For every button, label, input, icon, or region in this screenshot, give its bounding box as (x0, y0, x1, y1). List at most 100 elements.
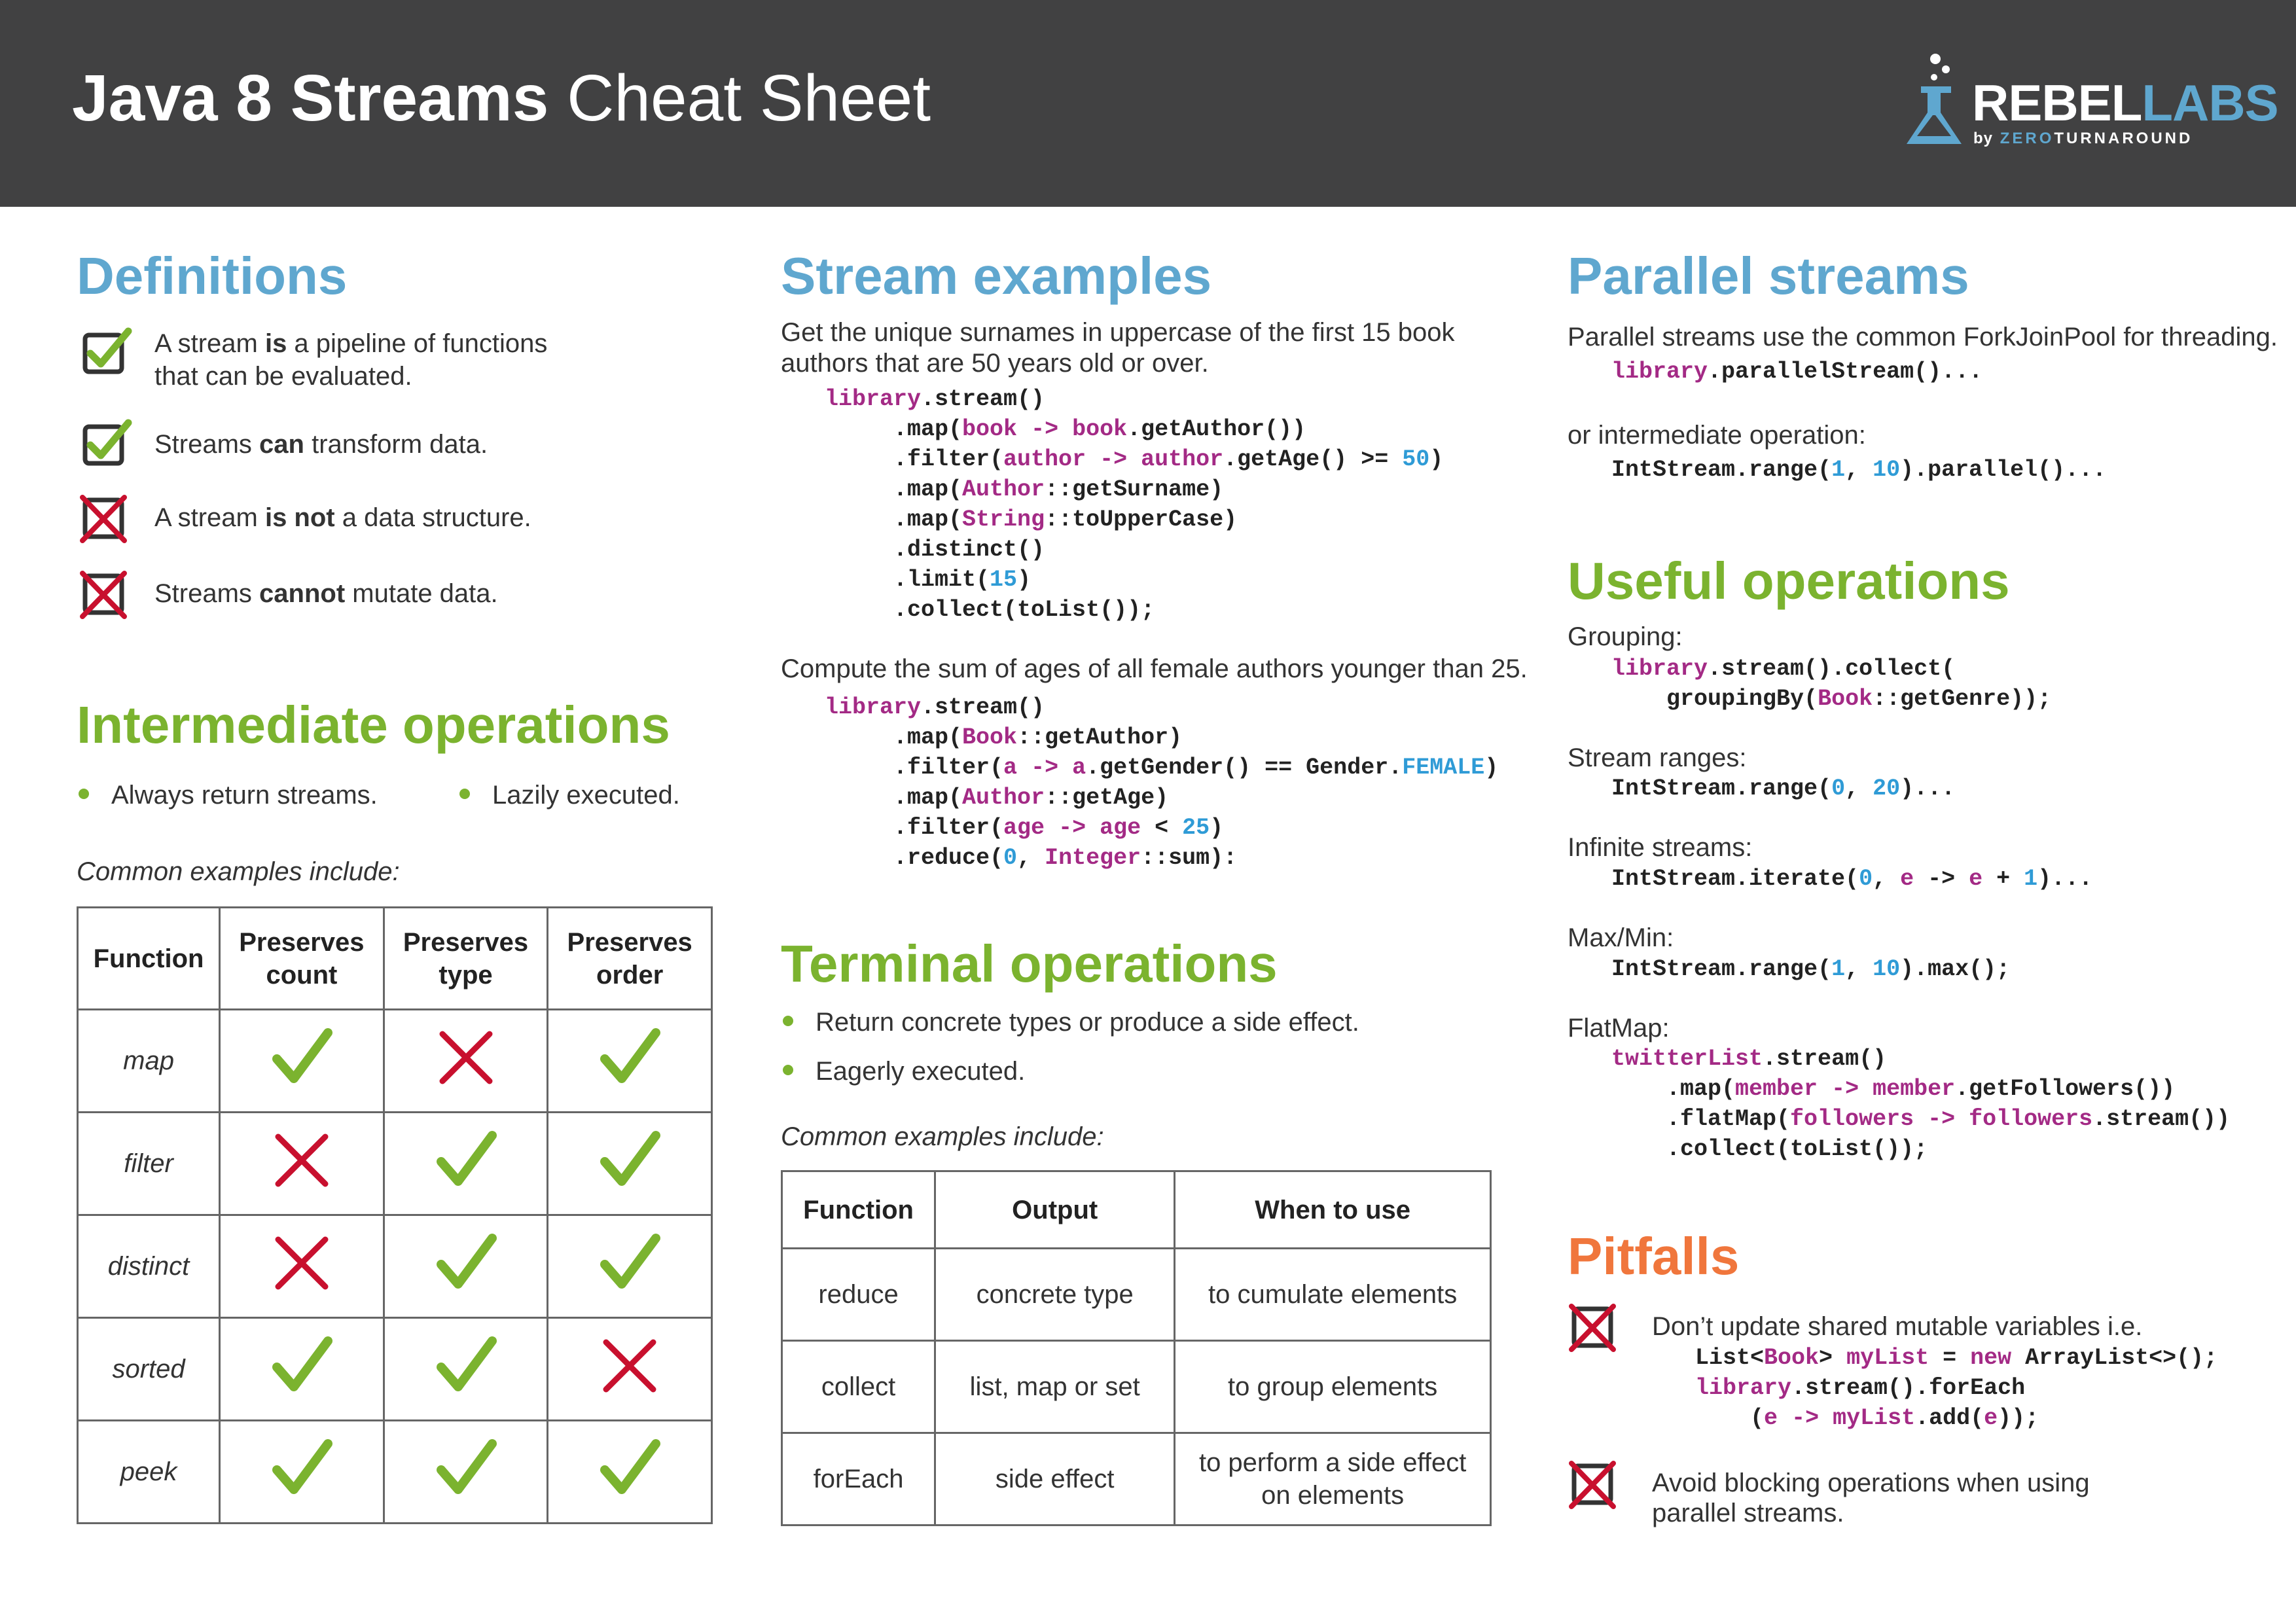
preserves-type-cell (382, 1111, 549, 1216)
cross-icon (275, 1133, 329, 1187)
logo-tagline: by ZEROTURNAROUND (1973, 130, 2193, 147)
parallel-description: Parallel streams use the common ForkJoin… (1568, 323, 2278, 351)
definition-text: A stream is a pipeline of functions that… (154, 329, 548, 391)
column-header: Function (76, 906, 221, 1010)
cross-icon (439, 1031, 493, 1084)
useful-grouping-label: Grouping: (1568, 622, 1683, 651)
function-name: filter (76, 1111, 221, 1216)
intermediate-heading: Intermediate operations (77, 696, 670, 754)
definitions-heading: Definitions (77, 247, 348, 305)
useful-ranges-label: Stream ranges: (1568, 743, 1747, 772)
table-row: map (76, 1008, 713, 1113)
stream-examples-heading: Stream examples (781, 247, 1212, 305)
cross-box-icon (1569, 1304, 1616, 1352)
function-name: distinct (76, 1214, 221, 1319)
table-row: sorted (76, 1317, 713, 1421)
preserves-count-cell (219, 1214, 385, 1319)
header-bar: Java 8 Streams Cheat Sheet REBELLABS by … (0, 0, 2296, 207)
intermediate-bullet: Lazily executed. (459, 779, 680, 812)
table-row: distinct (76, 1214, 713, 1319)
logo-wordmark: REBELLABS (1972, 74, 2279, 132)
preserves-type-cell (382, 1214, 549, 1319)
output-cell: side effect (934, 1432, 1176, 1526)
checkmark-icon (272, 1336, 332, 1391)
intermediate-examples-label: Common examples include: (77, 857, 400, 886)
column-header-text: type (439, 960, 493, 990)
function-name: collect (780, 1340, 937, 1434)
column-header-text: count (266, 960, 338, 990)
checkmark-icon (436, 1234, 497, 1289)
output-cell: list, map or set (934, 1340, 1176, 1434)
parallel-heading: Parallel streams (1568, 247, 1969, 305)
preserves-order-cell (547, 1317, 713, 1421)
preserves-count-cell (219, 1111, 385, 1216)
pitfall-1-text: Don’t update shared mutable variables i.… (1652, 1312, 2143, 1341)
column-header: Output (934, 1170, 1176, 1249)
output-cell: concrete type (934, 1247, 1176, 1342)
useful-heading: Useful operations (1568, 552, 2010, 610)
checkmark-icon (600, 1028, 661, 1083)
stream-example-2-code: library.stream() .map(Book::getAuthor) .… (825, 694, 1499, 871)
pitfalls-heading: Pitfalls (1568, 1227, 1740, 1285)
parallel-code-2: IntStream.range(1, 10).parallel()... (1611, 457, 2107, 483)
column-header-text: Preserves (567, 927, 692, 957)
intermediate-bullet: Always return streams. (79, 779, 378, 812)
useful-flatmap-label: FlatMap: (1568, 1014, 1670, 1043)
title-bold: Java 8 Streams (72, 62, 549, 135)
column-header-text: order (596, 960, 664, 990)
function-name: forEach (780, 1432, 937, 1526)
definition-item: A stream is not a data structure. (79, 492, 531, 546)
stream-example-2-description: Compute the sum of ages of all female au… (781, 654, 1528, 683)
checkmark-icon (272, 1028, 332, 1083)
table-row: filter (76, 1111, 713, 1216)
column-header: Function (780, 1170, 937, 1249)
useful-infinite-label: Infinite streams: (1568, 833, 1753, 862)
pitfall-1-code: List<Book> myList = new ArrayList<>(); l… (1695, 1345, 2218, 1431)
useful-flatmap-code: twitterList.stream() .map(member -> memb… (1611, 1046, 2231, 1162)
useful-infinite-code: IntStream.iterate(0, e -> e + 1)... (1611, 866, 2093, 892)
rebellabs-logo: REBELLABS by ZEROTURNAROUND (1901, 52, 2279, 151)
useful-grouping-code: library.stream().collect( groupingBy(Boo… (1611, 656, 2052, 712)
preserves-type-cell (382, 1419, 549, 1524)
cross-icon (275, 1236, 329, 1290)
cross-box-icon (80, 495, 127, 543)
useful-ranges-code: IntStream.range(0, 20)... (1611, 776, 1956, 802)
checkmark-icon (436, 1439, 497, 1494)
function-name: map (76, 1008, 221, 1113)
checkmark-icon (272, 1439, 332, 1494)
function-name: sorted (76, 1317, 221, 1421)
cross-box-icon (80, 571, 127, 619)
preserves-order-cell (547, 1419, 713, 1524)
stream-example-1-code: library.stream() .map(book -> book.getAu… (825, 386, 1444, 623)
title-light: Cheat Sheet (567, 62, 931, 135)
useful-maxmin-code: IntStream.range(1, 10).max(); (1611, 956, 2011, 982)
terminal-bullet: Return concrete types or produce a side … (783, 1006, 1359, 1039)
definition-item: Streams can transform data. (79, 419, 488, 473)
flask-icon (1907, 54, 1962, 144)
preserves-type-cell (382, 1008, 549, 1113)
preserves-order-cell (547, 1214, 713, 1319)
terminal-bullet: Eagerly executed. (783, 1055, 1025, 1088)
useful-maxmin-label: Max/Min: (1568, 923, 1674, 952)
checkmark-icon (600, 1131, 661, 1186)
page-title: Java 8 Streams Cheat Sheet (72, 62, 931, 134)
checkmark-icon (600, 1439, 661, 1494)
check-box-icon (82, 327, 132, 374)
preserves-type-cell (382, 1317, 549, 1421)
parallel-or-label: or intermediate operation: (1568, 421, 1866, 450)
preserves-count-cell (219, 1317, 385, 1421)
definition-item: A stream is a pipeline of functions that… (79, 327, 547, 393)
cross-icon (603, 1339, 656, 1393)
preserves-count-cell (219, 1008, 385, 1113)
cross-box-icon (1569, 1461, 1616, 1509)
checkmark-icon (600, 1234, 661, 1289)
checkmark-icon (436, 1131, 497, 1186)
